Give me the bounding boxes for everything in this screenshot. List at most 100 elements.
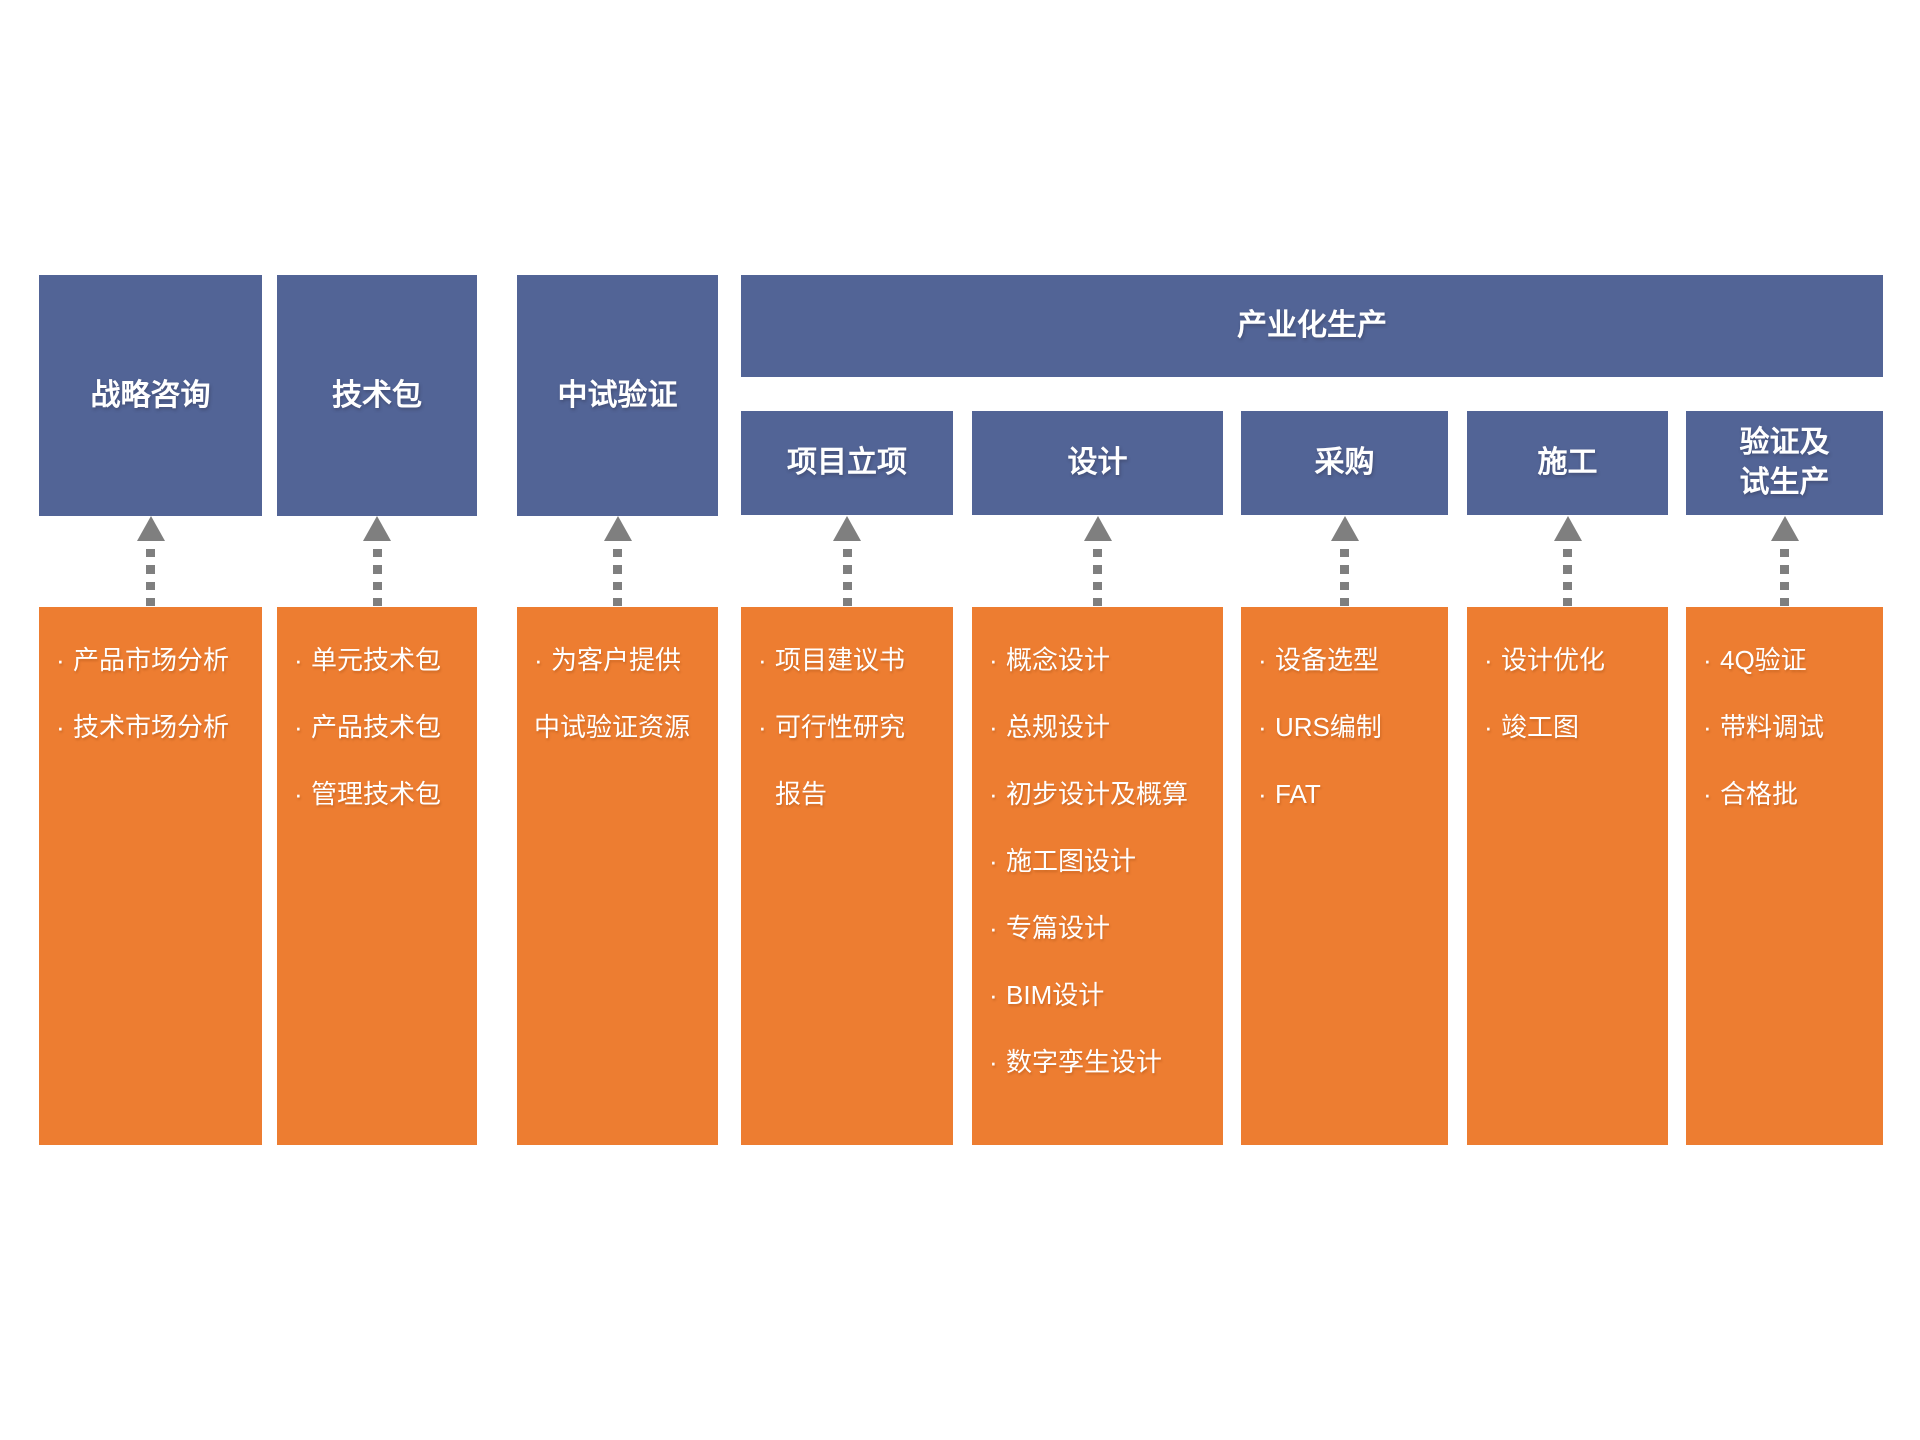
column-header-label: 验证及 [1739, 426, 1830, 459]
bullet-glyph: · [989, 913, 998, 943]
list-item: ·带料调试 [1703, 694, 1877, 761]
list-item: · 初步设计及概算 [989, 761, 1217, 828]
list-item: 报告 [758, 761, 947, 828]
bullet-glyph: · [294, 645, 303, 675]
list-item: ·URS编制 [1258, 694, 1442, 761]
arrow-dash [613, 581, 622, 590]
column-items-verification-trial-production: ·4Q验证·带料调试·合格批 [1686, 607, 1883, 1145]
list-item: ·为客户提供 [534, 627, 712, 694]
list-item-text: 项目建议书 [775, 645, 906, 675]
bullet-glyph: · [56, 645, 65, 675]
list-item: ·设计优化 [1484, 627, 1662, 694]
list-item: ·BIM设计 [989, 962, 1217, 1029]
column-header-label: 项目立项 [787, 446, 907, 479]
list-item-text: 产品技术包 [311, 712, 442, 742]
arrow-dash [1093, 581, 1102, 590]
column-header-label: 试生产 [1739, 466, 1830, 499]
arrow-dash [842, 549, 852, 558]
arrow-dash [1780, 565, 1789, 574]
arrow-dash [1093, 597, 1102, 606]
bullet-glyph: · [758, 712, 767, 742]
column-header-design: 设计 [972, 411, 1223, 515]
arrow-dash [146, 597, 155, 606]
column-items-strategy-consulting: ·产品市场分析·技术市场分析 [39, 607, 262, 1145]
up-arrow [833, 516, 861, 606]
list-item: 中试验证资源 [534, 694, 712, 761]
bullet-glyph: · [1258, 779, 1267, 809]
column-header-pilot-verification: 中试验证 [517, 275, 718, 516]
list-item: ·总规设计 [989, 694, 1217, 761]
arrow-dash [1340, 565, 1349, 574]
bullet-glyph: · [294, 779, 303, 809]
arrow-dash [372, 581, 382, 590]
list-item-text: 初步设计及概算 [1006, 779, 1189, 809]
list-item-text: 合格批 [1720, 779, 1799, 809]
arrow-dash [1340, 597, 1349, 606]
up-arrow [1553, 516, 1582, 606]
list-item: ·技术市场分析 [56, 694, 256, 761]
arrow-dash [1780, 549, 1789, 558]
arrow-dash [1093, 549, 1102, 558]
list-item-text: 可行性研究 [775, 712, 906, 742]
arrow-dash [1340, 581, 1349, 590]
arrow-head-icon [603, 516, 632, 541]
arrow-dash [842, 597, 852, 606]
list-item-text: 设计优化 [1501, 645, 1606, 675]
column-header-label: 中试验证 [557, 378, 678, 412]
list-item-text: 4Q验证 [1720, 645, 1807, 675]
arrow-dash [372, 549, 382, 558]
list-item-text: BIM设计 [1006, 980, 1105, 1010]
arrow-dash [146, 565, 155, 574]
list-item: · 单元技术包 [294, 627, 471, 694]
column-header-label: 战略咨询 [90, 378, 211, 412]
list-item: · FAT [1258, 761, 1442, 828]
list-item-text: 带料调试 [1720, 712, 1825, 742]
up-arrow [1083, 516, 1112, 606]
up-arrow [603, 516, 632, 606]
list-item: · 可行性研究 [758, 694, 947, 761]
list-item: ·专篇设计 [989, 895, 1217, 962]
arrow-dash [842, 565, 852, 574]
arrow-head-icon [136, 516, 165, 541]
list-item-text: 技术市场分析 [73, 712, 230, 742]
column-items-construction: ·设计优化·竣工图 [1467, 607, 1668, 1145]
list-item-text: FAT [1275, 779, 1321, 809]
banner-label: 产业化生产 [1237, 309, 1387, 342]
column-items-design: ·概念设计·总规设计·初步设计及概算·施工图设计·专篇设计·BIM设计·数字孪生… [972, 607, 1223, 1145]
column-header-construction: 施工 [1467, 411, 1668, 515]
arrow-head-icon [1330, 516, 1359, 541]
list-item: ·设备选型 [1258, 627, 1442, 694]
arrow-dash [1780, 597, 1789, 606]
list-item-text: 数字孪生设计 [1006, 1047, 1163, 1077]
arrow-head-icon [1553, 516, 1582, 541]
list-item: ·概念设计 [989, 627, 1217, 694]
bullet-glyph: · [1703, 779, 1712, 809]
bullet-glyph: · [989, 846, 998, 876]
arrow-dash [1563, 597, 1572, 606]
list-item: ·竣工图 [1484, 694, 1662, 761]
arrow-dash [613, 565, 622, 574]
column-header-label: 设计 [1067, 446, 1128, 479]
arrow-dash [842, 581, 852, 590]
arrow-head-icon [363, 516, 391, 541]
arrow-dash [613, 597, 622, 606]
list-item-text: 单元技术包 [311, 645, 442, 675]
list-item-text: 设备选型 [1275, 645, 1380, 675]
list-item-text: 管理技术包 [311, 779, 442, 809]
column-items-pilot-verification: ·为客户提供中试验证资源 [517, 607, 718, 1145]
list-item-text: 概念设计 [1006, 645, 1111, 675]
list-item-text: 为客户提供 [551, 645, 682, 675]
list-item-text: 施工图设计 [1006, 846, 1137, 876]
list-item-text: 报告 [775, 779, 828, 809]
list-item-text: 中试验证资源 [534, 712, 691, 742]
arrow-dash [146, 549, 155, 558]
arrow-dash [1780, 581, 1789, 590]
column-header-verification-trial-production: 验证及试生产 [1686, 411, 1883, 515]
list-item: ·数字孪生设计 [989, 1029, 1217, 1096]
bullet-glyph: · [989, 779, 998, 809]
bullet-glyph: · [989, 712, 998, 742]
arrow-dash [146, 581, 155, 590]
column-header-technology-package: 技术包 [277, 275, 477, 516]
banner-industrialized-production: 产业化生产 [741, 275, 1883, 377]
